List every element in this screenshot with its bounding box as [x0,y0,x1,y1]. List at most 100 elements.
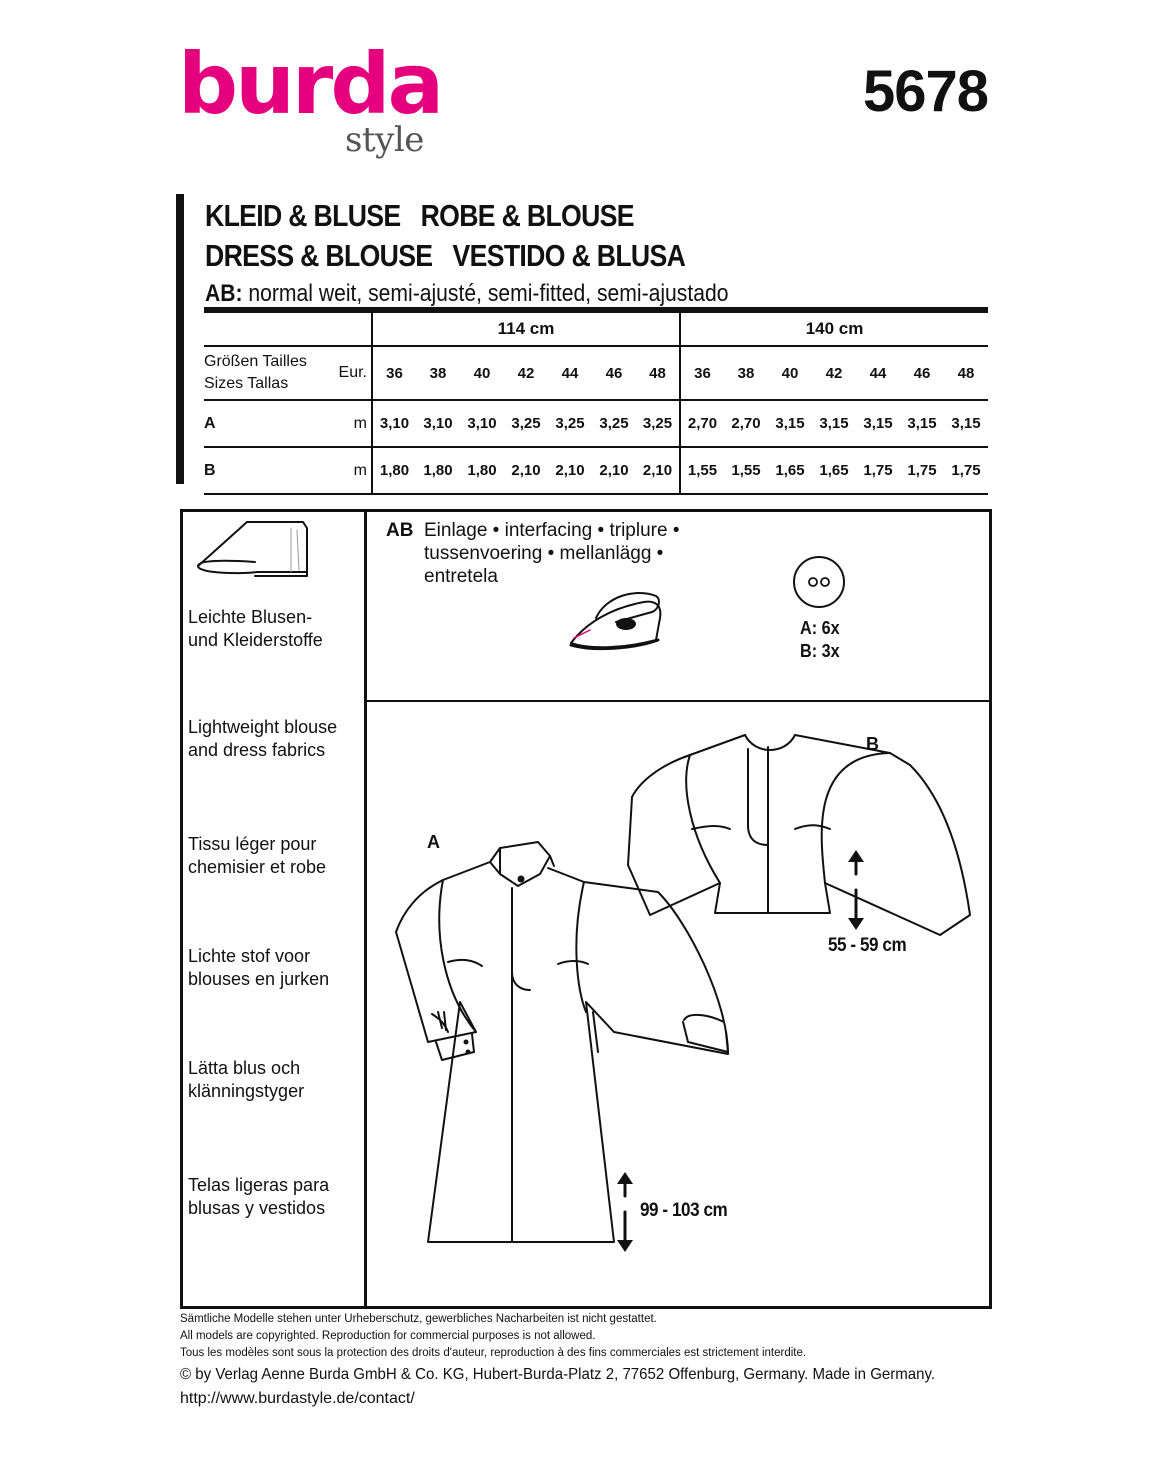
yardage-cell: 3,25 [548,400,592,448]
yardage-cell: 2,70 [680,400,724,448]
fabric-nl-1: Lichte stof voor [188,946,311,966]
yardage-cell: 1,75 [944,447,989,495]
size-col-header: 42 [812,346,856,401]
yardage-cell: 1,55 [724,447,768,495]
fabric-fr-2: chemisier et robe [188,857,327,877]
size-col-header: 42 [504,346,548,401]
header-bar [176,194,184,484]
eur-label: Eur. [328,346,373,401]
fit-text: normal weit, semi-ajusté, semi-fitted, s… [242,280,729,307]
fabric-de-2: und Kleiderstoffe [188,630,323,650]
length-measure-b: 55 - 59 cm [828,935,907,956]
yardage-cell: 1,80 [416,447,460,495]
title-line-2: DRESS & BLOUSE VESTIDO & BLUSA [205,238,686,273]
fabric-es-2: blusas y vestidos [188,1198,326,1218]
fabric-frame [180,509,992,1309]
fabric-nl: Lichte stof voor blouses en jurken [188,945,358,991]
unit-label: m [328,400,373,448]
fit-description: AB: normal weit, semi-ajusté, semi-fitte… [205,280,728,308]
fabric-fr-1: Tissu léger pour [188,834,317,854]
fabric-en-2: and dress fabrics [188,740,326,760]
blouse-b-drawing [627,734,971,936]
size-col-header: 36 [680,346,724,401]
iron-icon [569,592,662,651]
size-col-header: 46 [592,346,636,401]
yardage-cell: 2,10 [636,447,681,495]
view-label-a: A [427,832,440,852]
yardage-cell: 1,65 [768,447,812,495]
size-col-header: 38 [416,346,460,401]
length-arrow-b [848,850,864,930]
length-arrow-a [617,1172,633,1252]
fabric-nl-2: blouses en jurken [188,969,330,989]
button-quantity: A: 6x B: 3x [800,617,840,663]
yardage-cell: 1,75 [856,447,900,495]
yardage-cell: 3,10 [416,400,460,448]
yardage-cell: 3,15 [856,400,900,448]
size-col-header: 36 [372,346,416,401]
interfacing-line-1: Einlage • interfacing • triplure • [424,520,680,541]
size-col-header: 38 [724,346,768,401]
yardage-cell: 3,25 [636,400,681,448]
copyright-note-de: Sämtliche Modelle stehen unter Urhebersc… [180,1313,657,1325]
interfacing-line-2: tussenvoering • mellanlägg • [424,543,664,564]
fabric-en-1: Lightweight blouse [188,717,338,737]
yardage-cell: 3,15 [768,400,812,448]
fabric-es-1: Telas ligeras para [188,1175,330,1195]
fabric-de-1: Leichte Blusen- [188,607,313,627]
yardage-cell: 3,25 [504,400,548,448]
yardage-cell: 3,25 [592,400,636,448]
fabric-sv-2: klänningstyger [188,1081,305,1101]
publisher-line: © by Verlag Aenne Burda GmbH & Co. KG, H… [180,1366,936,1383]
copyright-note-en: All models are copyrighted. Reproduction… [180,1330,596,1342]
yardage-cell: 2,70 [724,400,768,448]
size-col-header: 46 [900,346,944,401]
size-col-header: 44 [548,346,592,401]
yardage-cell: 3,15 [900,400,944,448]
yardage-cell: 3,15 [944,400,989,448]
yardage-cell: 3,10 [372,400,416,448]
length-measure-a: 99 - 103 cm [640,1200,728,1221]
yardage-cell: 3,15 [812,400,856,448]
yardage-cell: 1,75 [900,447,944,495]
fabric-es: Telas ligeras para blusas y vestidos [188,1174,358,1220]
row-divider [364,700,989,702]
size-label-1: Größen Tailles [204,353,307,370]
interfacing-line-3: entretela [424,566,498,587]
fabric-de: Leichte Blusen-und Kleiderstoffe [188,606,358,652]
yardage-cell: 3,10 [460,400,504,448]
brand-logo-sub: style [345,120,424,160]
width-140-header: 140 cm [680,307,989,347]
yardage-cell: 2,10 [504,447,548,495]
size-col-header: 48 [636,346,681,401]
yardage-cell: 1,80 [372,447,416,495]
title-line-1: KLEID & BLUSE ROBE & BLOUSE [205,198,635,233]
size-col-header: 40 [460,346,504,401]
fabric-sv-1: Lätta blus och [188,1058,301,1078]
yardage-cell: 1,65 [812,447,856,495]
size-label-2: Sizes Tallas [204,375,289,392]
copyright-note-fr: Tous les modèles sont sous la protection… [180,1347,807,1359]
table-row: 114 cm 140 cm [204,307,989,347]
size-col-header: 48 [944,346,989,401]
view-code: A [204,400,328,448]
size-col-header: 40 [768,346,812,401]
button-qty-a: A: 6x [800,618,840,638]
contact-link[interactable]: http://www.burdastyle.de/contact/ [180,1390,415,1407]
fabric-roll-icon [197,521,308,577]
fabric-fr: Tissu léger pour chemisier et robe [188,833,358,879]
fit-code: AB: [205,280,243,307]
fabric-en: Lightweight blouse and dress fabrics [188,716,358,762]
fabric-sv: Lätta blus och klänningstyger [188,1057,358,1103]
dress-a-drawing [395,841,729,1243]
yardage-cell: 1,80 [460,447,504,495]
pattern-number: 5678 [862,59,989,124]
width-114-header: 114 cm [372,307,681,347]
size-col-header: 44 [856,346,900,401]
